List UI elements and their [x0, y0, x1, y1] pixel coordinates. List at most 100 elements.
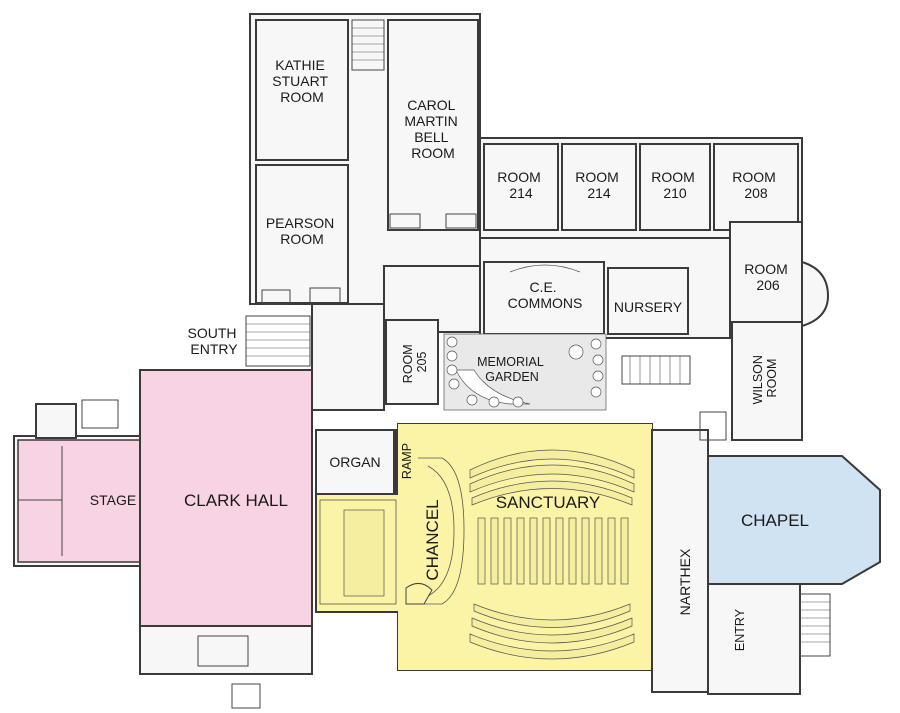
kathie-stuart-label: KATHIE STUART ROOM: [272, 57, 331, 105]
shrub: [446, 364, 458, 376]
shrub: [446, 336, 458, 348]
chancel-label: CHANCEL: [423, 499, 442, 580]
north-stair-treads: [352, 27, 384, 61]
room-labels: KATHIE STUART ROOM CAROL MARTIN BELL ROO…: [90, 57, 809, 651]
memorial-garden[interactable]: [443, 333, 607, 411]
wilson-room[interactable]: [731, 321, 803, 441]
pew: [471, 617, 633, 644]
shrub: [448, 378, 460, 390]
shrub: [592, 354, 604, 366]
pews-center: [477, 517, 629, 585]
memorial-garden-label: MEMORIAL GARDEN: [477, 355, 547, 384]
room-206-bay: [801, 260, 830, 328]
pew: [594, 517, 603, 585]
room-205[interactable]: [385, 319, 439, 405]
ce-commons-label: C.E. COMMONS: [508, 279, 583, 311]
pew: [516, 517, 525, 585]
pew: [469, 449, 635, 479]
entry-label: ENTRY: [733, 608, 747, 651]
shrub: [590, 338, 602, 350]
room-210[interactable]: [639, 143, 711, 231]
commons-arc: [509, 264, 581, 273]
south-corridor: [311, 303, 385, 411]
clark-hall-wing: [13, 369, 313, 709]
sanctuary-label: SANCTUARY: [496, 493, 601, 512]
shrub: [446, 350, 458, 362]
south-vestibule: [197, 635, 249, 667]
ramp-label: RAMP: [400, 443, 414, 479]
pews-south: [469, 603, 635, 660]
elevator: [699, 411, 727, 441]
stage-stair: [81, 399, 119, 429]
pearson-label: PEARSON ROOM: [266, 215, 338, 247]
south-entry-label: SOUTH ENTRY: [188, 325, 241, 357]
pew: [503, 517, 512, 585]
carol-martin-bell-label: CAROL MARTIN BELL ROOM: [404, 97, 461, 161]
south-steps: [231, 683, 261, 709]
entry-stair-treads: [800, 601, 830, 643]
carol-martin-bell-room[interactable]: [387, 19, 479, 231]
room-210-label: ROOM 210: [651, 169, 698, 201]
pew: [581, 517, 590, 585]
shrub: [512, 396, 524, 408]
sanctuary-block: [315, 423, 653, 671]
room-206-label: ROOM 206: [744, 261, 791, 293]
room-214-a[interactable]: [483, 143, 559, 231]
entry[interactable]: [707, 583, 801, 695]
pews-north: [469, 449, 635, 506]
room-206[interactable]: [729, 221, 803, 323]
piano: [405, 583, 433, 605]
room-214-a-label: ROOM 214: [497, 169, 544, 201]
chapel-label: CHAPEL: [741, 511, 809, 530]
closet-2: [445, 213, 477, 229]
organ-label: ORGAN: [329, 454, 380, 470]
pearson-room[interactable]: [255, 164, 349, 304]
pew: [555, 517, 564, 585]
east-stair-treads: [629, 356, 681, 384]
narthex[interactable]: [651, 429, 709, 693]
pew: [469, 464, 635, 493]
room-214-b[interactable]: [561, 143, 637, 231]
clark-hall-south-rooms: [139, 625, 313, 675]
restroom-fixture: [261, 289, 291, 305]
nursery-label: NURSERY: [614, 299, 683, 315]
clark-hall-label: CLARK HALL: [184, 491, 288, 510]
pew: [471, 480, 633, 506]
pew: [473, 603, 631, 628]
stage[interactable]: [17, 439, 145, 563]
stage-label: STAGE: [90, 492, 136, 508]
chancel-rail: [418, 457, 465, 605]
nursery[interactable]: [607, 267, 689, 335]
kathie-stuart-room[interactable]: [255, 19, 349, 161]
room-208-label: ROOM 208: [732, 169, 779, 201]
shrub: [466, 394, 478, 406]
closet: [389, 213, 421, 229]
shrub: [592, 370, 604, 382]
pew: [620, 517, 629, 585]
entry-steps: [799, 593, 831, 657]
fountain: [568, 344, 584, 360]
pew: [469, 633, 635, 660]
pew: [529, 517, 538, 585]
stage-vestibule: [35, 403, 77, 439]
choir-platform: [343, 509, 385, 597]
pew: [490, 517, 499, 585]
wilson-label: WILSON ROOM: [751, 352, 779, 405]
pew: [542, 517, 551, 585]
room-205-label: ROOM 205: [401, 341, 429, 383]
ce-commons[interactable]: [483, 261, 605, 335]
north-stair: [351, 19, 385, 71]
south-entry-steps: [245, 315, 311, 367]
pew: [477, 517, 486, 585]
classroom-wing: [383, 137, 830, 339]
room-214-b-label: ROOM 214: [575, 169, 622, 201]
shrub: [590, 386, 602, 398]
garden-path: [455, 369, 531, 405]
pew: [568, 517, 577, 585]
shrub: [488, 396, 500, 408]
chancel-rail-inner: [427, 465, 455, 597]
narthex-label: NARTHEX: [677, 548, 693, 615]
north-wing: [249, 13, 481, 305]
south-entry-treads: [246, 323, 310, 357]
